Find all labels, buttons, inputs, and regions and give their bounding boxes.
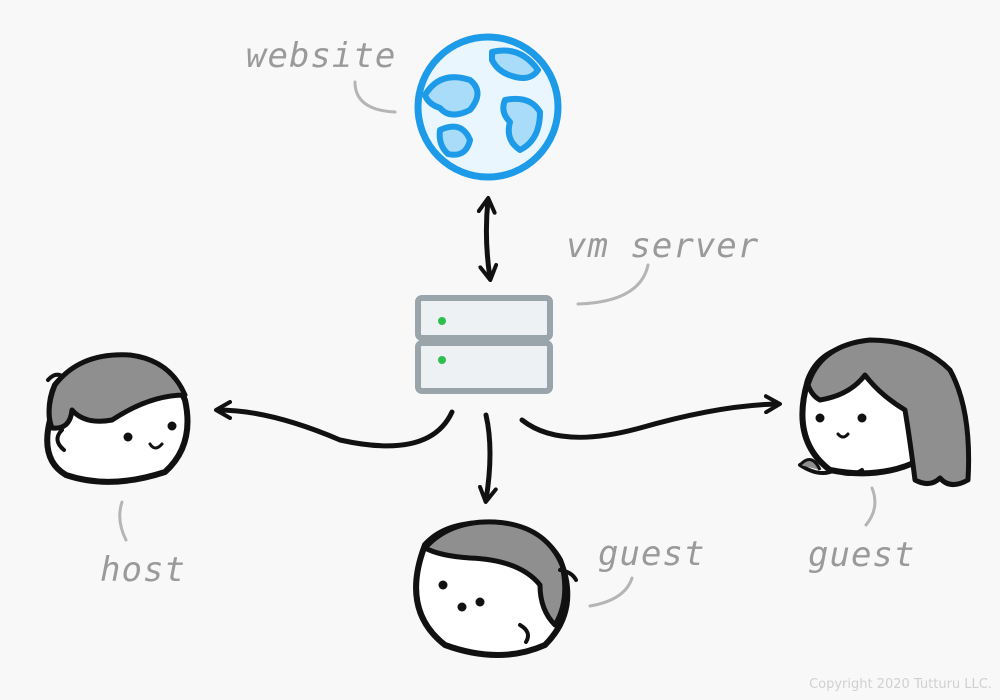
- server-host-arrow: [214, 400, 455, 449]
- guest-center-label-connector: [588, 576, 634, 608]
- server-led-bottom: [438, 356, 446, 364]
- server-led-top: [438, 317, 446, 325]
- host-label: host: [100, 550, 186, 590]
- guest-right-face-icon: [798, 337, 972, 487]
- website-label: website: [246, 36, 397, 76]
- website-label-connector: [353, 80, 397, 114]
- server-icon: [415, 295, 553, 394]
- copyright-notice: Copyright 2020 Tutturu LLC.: [809, 677, 992, 692]
- server-guest-center-arrow: [477, 412, 498, 504]
- website-server-arrow: [476, 196, 499, 282]
- vm-server-label-connector: [576, 263, 650, 306]
- vm-server-label: vm server: [566, 226, 760, 266]
- guest-right-label-connector: [864, 486, 877, 527]
- guest-right-label: guest: [808, 535, 916, 575]
- guest-center-face-icon: [413, 519, 578, 658]
- host-label-connector: [118, 500, 128, 542]
- host-face-icon: [44, 352, 191, 485]
- guest-center-label: guest: [598, 534, 706, 574]
- server-guest-right-arrow: [519, 394, 782, 440]
- globe-icon: [414, 33, 562, 181]
